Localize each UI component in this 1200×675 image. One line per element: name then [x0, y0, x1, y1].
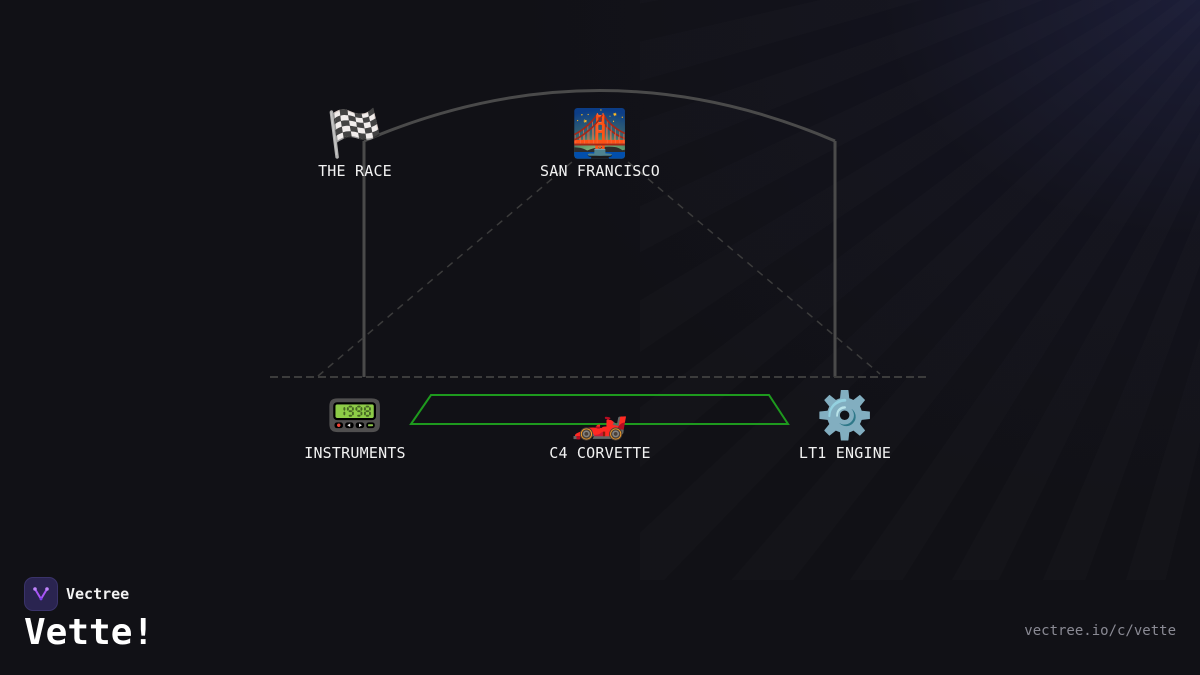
source-url-link[interactable]: vectree.io/c/vette [1024, 623, 1176, 639]
vectree-logo-icon [24, 577, 58, 611]
vectree-mark-icon [33, 587, 49, 601]
pager-icon: 📟 [326, 388, 384, 442]
bridge-at-night-icon: 🌉 [571, 106, 629, 160]
left-dashed-diagonal [317, 161, 573, 377]
node-label: INSTRUMENTS [304, 444, 406, 462]
corvette-highlight-outline [409, 394, 790, 425]
node-lt1-engine[interactable]: ⚙️ LT1 ENGINE [755, 388, 935, 462]
racing-car-icon: 🏎️ [571, 388, 629, 442]
brand-name: Vectree [66, 585, 130, 603]
node-the-race[interactable]: 🏁 THE RACE [265, 106, 445, 180]
checkered-flag-icon: 🏁 [326, 106, 384, 160]
node-san-francisco[interactable]: 🌉 SAN FRANCISCO [510, 106, 690, 180]
right-dashed-diagonal [627, 161, 881, 375]
node-label: THE RACE [318, 162, 392, 180]
node-label: SAN FRANCISCO [540, 162, 660, 180]
page-title: Vette! [24, 612, 155, 653]
node-instruments[interactable]: 📟 INSTRUMENTS [265, 388, 445, 462]
node-c4-corvette[interactable]: 🏎️ C4 CORVETTE [510, 388, 690, 462]
node-label: LT1 ENGINE [798, 444, 892, 462]
brand[interactable]: Vectree [24, 577, 129, 611]
gear-icon: ⚙️ [816, 388, 874, 442]
arch-connector [363, 89, 836, 143]
node-label: C4 CORVETTE [549, 444, 651, 462]
